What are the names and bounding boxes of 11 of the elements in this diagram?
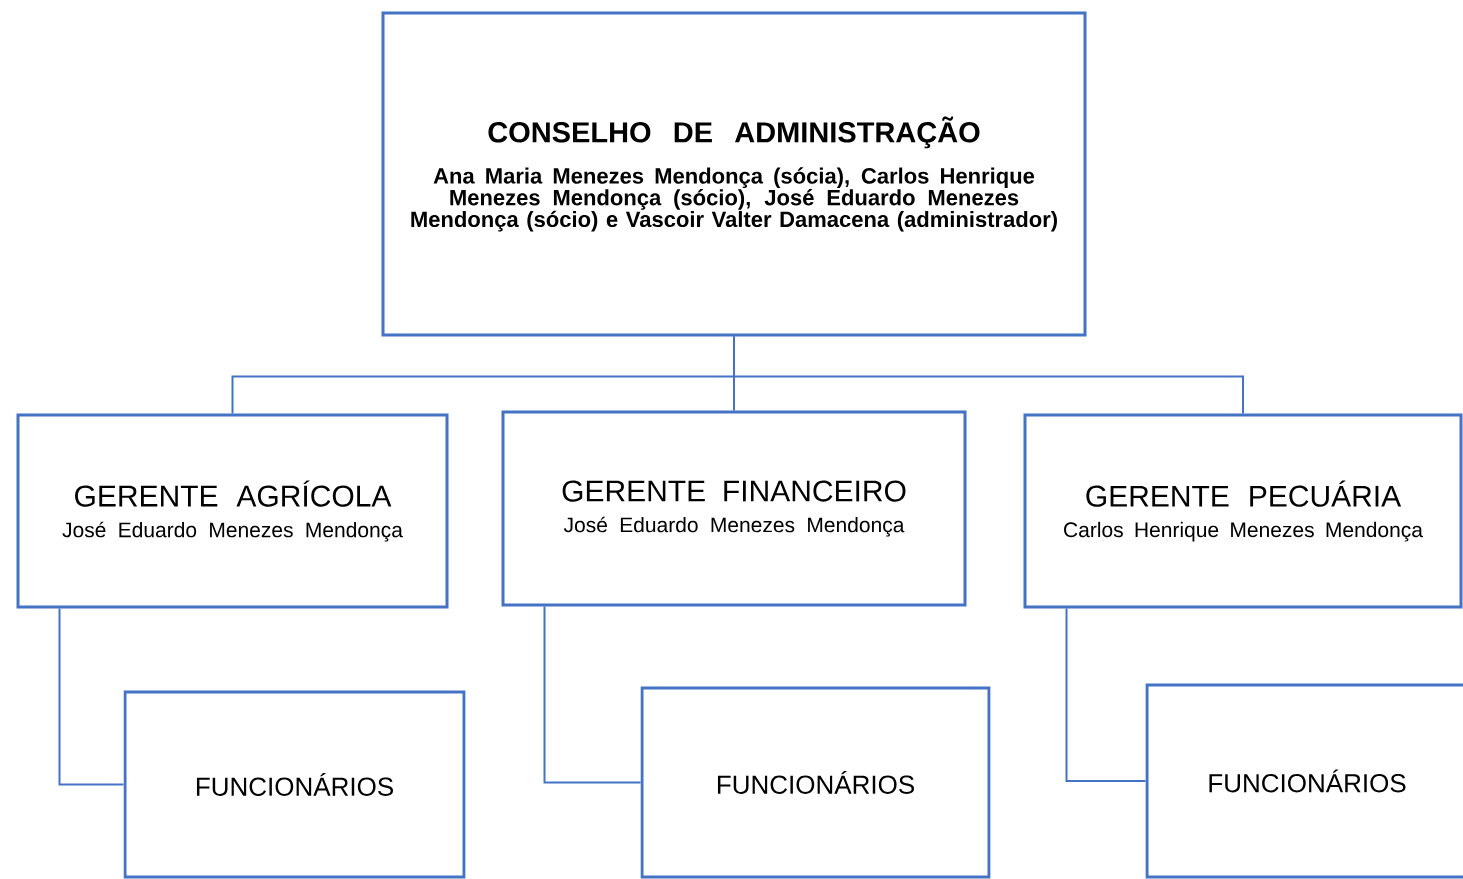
- manager-box: GERENTE FINANCEIRO José Eduardo Menezes Mendonça: [501, 410, 967, 607]
- manager-box: GERENTE AGRÍCOLA José Eduardo Menezes Mendonça: [16, 413, 449, 609]
- board-box: CONSELHO DE ADMINISTRAÇÃO Ana Maria Menezes Mendonça (sócia), Carlos Henrique Menezes Mendonça (sócio), José Eduardo Menezes Mendonça (sócio) e Vascoir Valter Damacena (administrador): [381, 11, 1087, 337]
- staff-box: FUNCIONÁRIOS: [1145, 683, 1463, 879]
- connector-line: [733, 335, 1244, 415]
- connector-line: [1065, 607, 1147, 782]
- connector-line: [58, 607, 125, 786]
- connector-line: [543, 605, 642, 784]
- staff-box: FUNCIONÁRIOS: [123, 690, 466, 879]
- manager-box: GERENTE PECUÁRIA Carlos Henrique Menezes Mendonça: [1023, 413, 1463, 609]
- staff-box: FUNCIONÁRIOS: [640, 686, 991, 879]
